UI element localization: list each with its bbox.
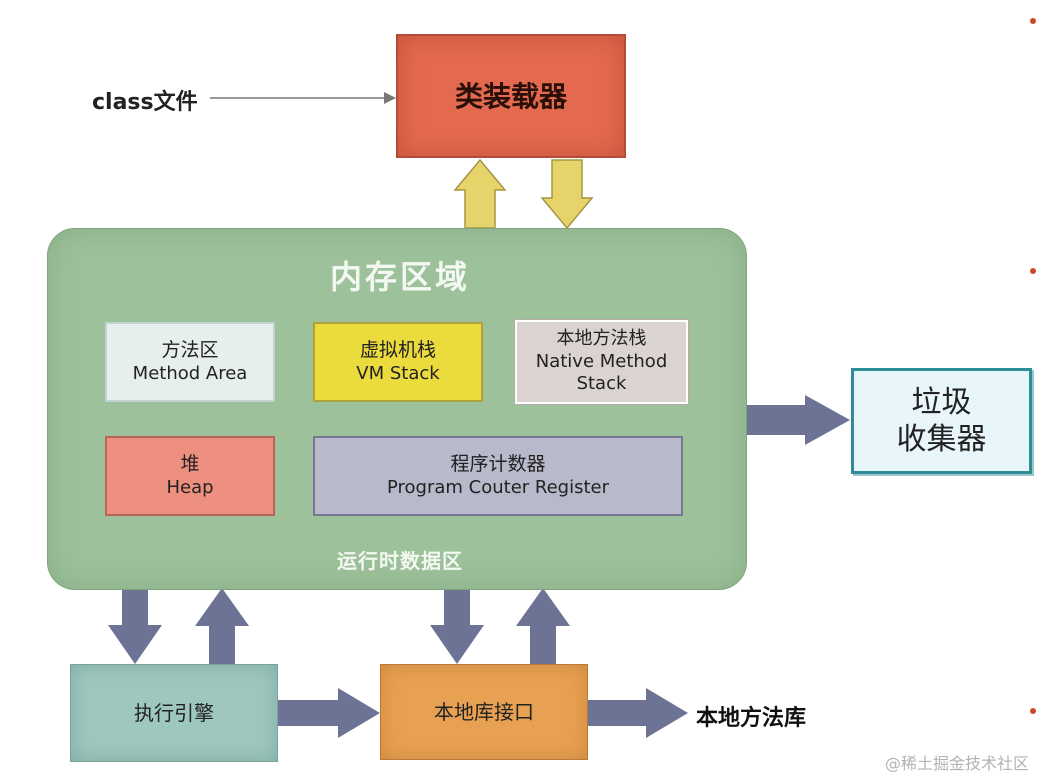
- class-file-label: class文件: [92, 90, 198, 115]
- engine-to-interface-arrow: [278, 688, 380, 738]
- memory-area-title: 内存区域: [329, 258, 470, 296]
- garbage-collector-line2: 收集器: [896, 422, 987, 457]
- accent-dot-3: [1030, 708, 1036, 714]
- accent-dot-1: [1030, 18, 1036, 24]
- native-method-stack-cn: 本地方法栈: [556, 328, 647, 350]
- loader-to-memory-arrow: [540, 159, 594, 230]
- engine-to-memory-arrow: [195, 588, 249, 664]
- accent-dot-2: [1030, 268, 1036, 274]
- memory-to-gc-arrow: [745, 395, 850, 445]
- heap-box: 堆 Heap: [105, 436, 275, 516]
- method-area-en: Method Area: [132, 362, 248, 384]
- garbage-collector-line1: 垃圾: [911, 384, 972, 420]
- execution-engine-label: 执行引擎: [134, 700, 214, 725]
- memory-area: [47, 228, 747, 590]
- execution-engine-box: 执行引擎: [70, 664, 278, 762]
- class-loader-box: 类装载器: [396, 34, 626, 158]
- runtime-data-area-caption: 运行时数据区: [337, 549, 463, 573]
- memory-to-engine-arrow: [108, 588, 162, 664]
- native-interface-label: 本地库接口: [434, 699, 534, 724]
- native-method-stack-en-line1: Native Method: [535, 350, 668, 372]
- heap-cn: 堆: [180, 452, 200, 475]
- watermark: @稀土掘金技术社区: [884, 754, 1029, 773]
- memory-to-interface-arrow: [430, 588, 484, 664]
- method-area-cn: 方法区: [161, 338, 219, 361]
- program-counter-en: Program Couter Register: [386, 476, 610, 498]
- program-counter-cn: 程序计数器: [450, 452, 546, 475]
- interface-to-memory-arrow: [516, 588, 570, 664]
- memory-to-loader-arrow: [453, 158, 507, 229]
- native-method-stack-en-line2: Stack: [576, 373, 627, 395]
- heap-en: Heap: [166, 476, 214, 498]
- class-loader-label: 类装载器: [454, 79, 567, 113]
- interface-to-library-arrow: [588, 688, 688, 738]
- native-method-stack-box: 本地方法栈 Native Method Stack: [514, 319, 689, 405]
- vm-stack-box: 虚拟机栈 VM Stack: [313, 322, 483, 402]
- vm-stack-cn: 虚拟机栈: [359, 338, 436, 361]
- native-interface-box: 本地库接口: [380, 664, 588, 760]
- program-counter-box: 程序计数器 Program Couter Register: [313, 436, 683, 516]
- class-file-arrow-head: [384, 92, 396, 104]
- native-method-library-label: 本地方法库: [696, 706, 807, 731]
- vm-stack-en: VM Stack: [356, 362, 440, 384]
- garbage-collector-box: 垃圾 收集器: [851, 368, 1032, 474]
- method-area-box: 方法区 Method Area: [105, 322, 275, 402]
